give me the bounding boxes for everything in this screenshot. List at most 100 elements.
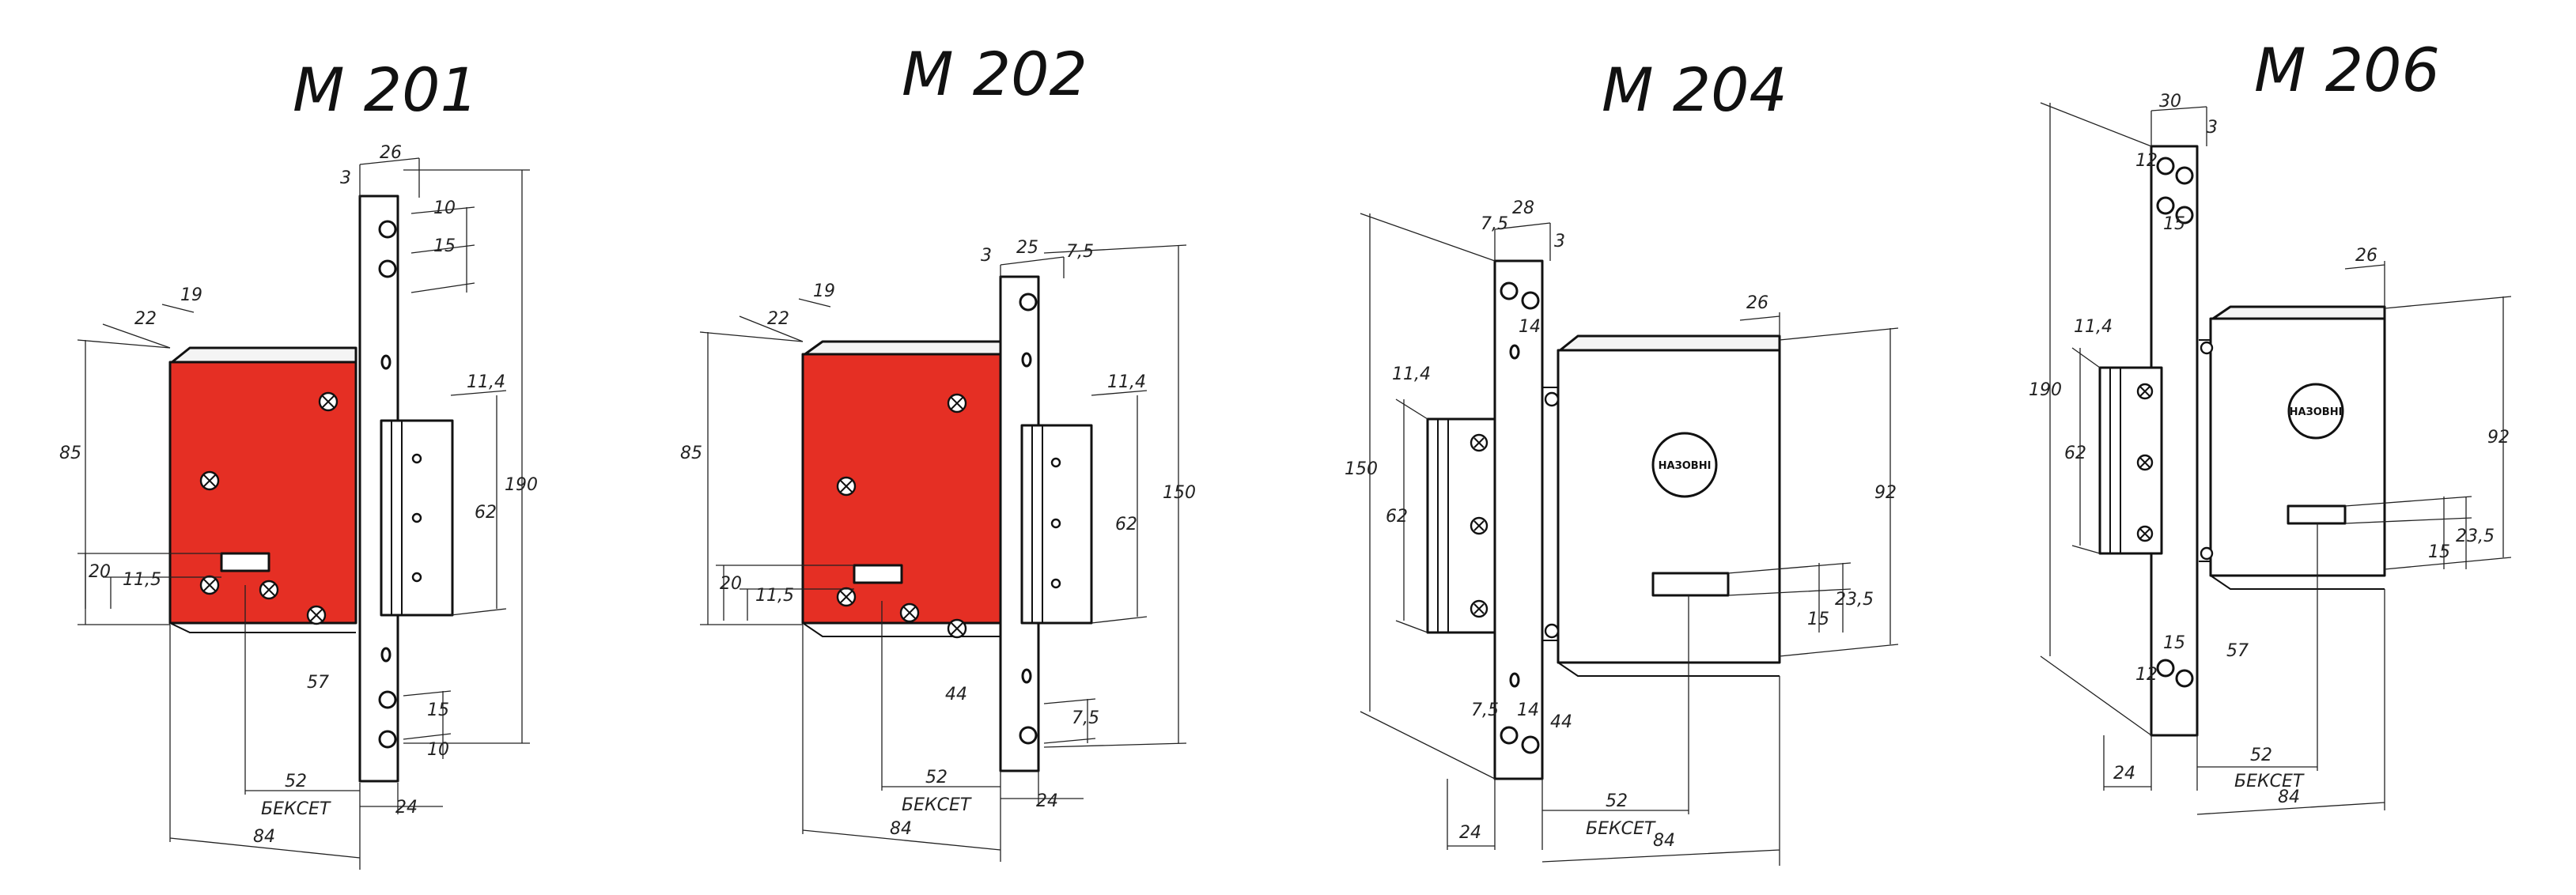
mounting-hole-icon bbox=[1021, 352, 1032, 368]
mounting-hole-icon bbox=[1019, 293, 1038, 312]
dim-label: 7,5 bbox=[1481, 214, 1508, 234]
screw-icon bbox=[1470, 433, 1488, 452]
svg-text:НАЗОВНІ: НАЗОВНІ bbox=[1659, 460, 1712, 472]
dim-label: 150 bbox=[1163, 483, 1196, 503]
screw-icon bbox=[199, 575, 220, 595]
mounting-hole-icon bbox=[1500, 726, 1519, 745]
dim-label: 12 bbox=[2135, 151, 2158, 171]
screw-icon bbox=[318, 391, 339, 412]
dim-label: 15 bbox=[433, 236, 456, 256]
screw-icon bbox=[2136, 383, 2154, 400]
screw-icon bbox=[1544, 391, 1560, 407]
dim-label: 44 bbox=[945, 685, 967, 704]
lock-body-bottom-edge bbox=[169, 622, 356, 633]
model-title: М 206 bbox=[2254, 35, 2440, 105]
bolt-layers bbox=[391, 421, 403, 615]
mounting-hole-icon bbox=[1500, 281, 1519, 300]
dim-label: 85 bbox=[59, 444, 81, 463]
dim-label: 62 bbox=[1115, 515, 1137, 534]
dim-label: БЕКСЕТ bbox=[2234, 772, 2305, 791]
dim-label: 11,4 bbox=[1107, 372, 1146, 392]
lock-body-box bbox=[1557, 349, 1781, 664]
dim-label: 11,4 bbox=[1392, 364, 1431, 384]
dim-label: 52 bbox=[2250, 746, 2272, 765]
mounting-hole-icon bbox=[1521, 291, 1540, 310]
dim-label: 24 bbox=[1459, 823, 1481, 843]
dim-label: 7,5 bbox=[1471, 701, 1499, 720]
mounting-hole-icon bbox=[1509, 672, 1520, 688]
dim-label: 92 bbox=[1874, 483, 1897, 503]
dim-label: 22 bbox=[134, 309, 157, 329]
dim-label: 11,4 bbox=[2074, 317, 2113, 337]
keyhole bbox=[220, 552, 270, 572]
dim-label: 84 bbox=[890, 819, 912, 839]
screw-icon bbox=[836, 587, 857, 607]
screw-icon bbox=[2136, 454, 2154, 471]
screw-icon bbox=[259, 580, 279, 600]
dim-label: 62 bbox=[2064, 444, 2086, 463]
bolt-layers bbox=[1437, 419, 1449, 633]
dim-label: 11,5 bbox=[755, 586, 794, 606]
mounting-hole-icon bbox=[1021, 668, 1032, 684]
dim-label: 150 bbox=[1345, 459, 1378, 479]
dim-label: 15 bbox=[427, 701, 449, 720]
drawing-m202: М 202 25 3 7,5 150 22 19 85 11,4 62 20 bbox=[680, 39, 1196, 862]
dim-label: 14 bbox=[1519, 317, 1541, 337]
mounting-hole-icon bbox=[380, 354, 392, 370]
mounting-hole-icon bbox=[2175, 166, 2194, 185]
dim-label: 190 bbox=[2029, 380, 2062, 400]
mounting-hole-icon bbox=[2156, 196, 2175, 215]
lock-body-bottom-edge bbox=[2210, 575, 2385, 590]
mounting-hole-icon bbox=[2156, 659, 2175, 678]
dim-label: 7,5 bbox=[1072, 708, 1099, 728]
dim-label: 57 bbox=[2226, 641, 2249, 661]
dim-label: 23,5 bbox=[1835, 590, 1874, 610]
dim-label: 26 bbox=[1746, 293, 1768, 313]
dim-label: 52 bbox=[1606, 791, 1628, 811]
dim-label: 11,5 bbox=[123, 570, 161, 590]
dim-label: 24 bbox=[1036, 791, 1058, 811]
dim-label: 3 bbox=[2207, 118, 2218, 138]
mounting-hole-icon bbox=[2156, 157, 2175, 176]
screw-icon bbox=[199, 470, 220, 491]
dim-label: 190 bbox=[505, 475, 538, 495]
dim-label: 15 bbox=[2163, 214, 2185, 234]
dim-label: 19 bbox=[180, 285, 202, 305]
svg-text:НАЗОВНІ: НАЗОВНІ bbox=[2290, 406, 2343, 418]
body-flange bbox=[2199, 339, 2211, 562]
screw-icon bbox=[306, 605, 327, 625]
dim-label: 25 bbox=[1016, 238, 1038, 258]
dim-label: 62 bbox=[475, 503, 497, 523]
screw-icon bbox=[2200, 546, 2214, 561]
dim-label: 52 bbox=[285, 772, 307, 791]
dim-label: 92 bbox=[2487, 428, 2510, 448]
dim-label: 57 bbox=[307, 673, 329, 693]
screw-icon bbox=[836, 476, 857, 497]
dim-label: 11,4 bbox=[467, 372, 505, 392]
bolt-block bbox=[380, 419, 454, 617]
dim-label: 62 bbox=[1386, 507, 1408, 527]
dim-label: 20 bbox=[720, 574, 742, 594]
mounting-hole-icon bbox=[378, 259, 397, 278]
dim-label: 20 bbox=[89, 562, 111, 582]
drawing-m204: М 204 НАЗОВНІ 7,5 28 3 14 26 bbox=[1345, 55, 1899, 866]
mounting-hole-icon bbox=[2175, 206, 2194, 225]
mounting-hole-icon bbox=[380, 647, 392, 663]
dim-label: 3 bbox=[340, 168, 351, 188]
dim-label: 10 bbox=[433, 198, 456, 218]
dim-label: 15 bbox=[2163, 633, 2185, 653]
dim-label: 84 bbox=[2278, 787, 2300, 807]
mounting-hole-icon bbox=[378, 730, 397, 749]
bolt-layers bbox=[1031, 425, 1043, 623]
dim-label: 85 bbox=[680, 444, 702, 463]
screw-icon bbox=[1470, 599, 1488, 618]
mounting-hole-icon bbox=[1509, 344, 1520, 360]
dim-label: 84 bbox=[253, 827, 275, 847]
dim-label: 15 bbox=[2428, 542, 2450, 562]
dim-label: 14 bbox=[1517, 701, 1539, 720]
screw-icon bbox=[1544, 623, 1560, 639]
dim-label: 22 bbox=[767, 309, 789, 329]
screw-icon bbox=[947, 393, 967, 414]
screw-icon bbox=[2200, 341, 2214, 355]
